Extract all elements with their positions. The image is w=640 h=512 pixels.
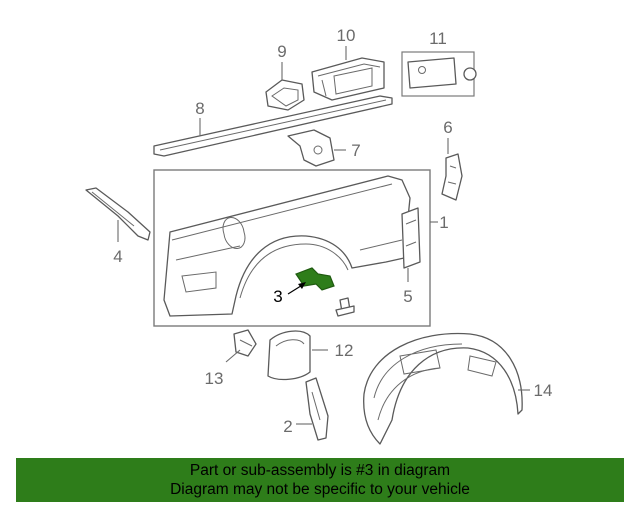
callout-1: 1: [439, 213, 448, 232]
callout-4: 4: [113, 247, 122, 266]
part-1-bolt: [335, 297, 355, 317]
part-5-bracket: [401, 207, 421, 269]
part-3-highlighted: [295, 267, 335, 291]
part-6-bracket: [441, 153, 463, 201]
banner-line-1: Part or sub-assembly is #3 in diagram: [189, 462, 451, 479]
callout-6: 6: [443, 118, 452, 137]
part-13-hinge: [233, 329, 257, 357]
arrow-3: [298, 282, 306, 289]
callout-14: 14: [534, 381, 553, 400]
callout-9: 9: [277, 42, 286, 61]
callout-2: 2: [283, 417, 292, 436]
callout-10: 10: [337, 26, 356, 45]
part-4-strap: [85, 187, 151, 241]
part-7-bracket: [287, 129, 335, 167]
banner-line-2: Diagram may not be specific to your vehi…: [170, 481, 470, 498]
part-10-housing: [311, 57, 385, 101]
parts-diagram: 10 9 11 8 7 6 1: [85, 26, 553, 445]
part-12-fuel-door: [267, 330, 311, 381]
callout-8: 8: [195, 99, 204, 118]
part-1-bed-side: [163, 175, 411, 317]
callout-5: 5: [403, 287, 412, 306]
callout-11: 11: [429, 29, 447, 48]
part-11-plate: [407, 57, 477, 89]
callout-13: 13: [205, 369, 224, 388]
leader-13: [225, 349, 241, 363]
callout-12: 12: [335, 341, 354, 360]
part-9-cup: [265, 79, 305, 111]
part-8-rail: [153, 95, 393, 157]
callout-7: 7: [351, 141, 360, 160]
info-banner: Part or sub-assembly is #3 in diagram Di…: [16, 458, 624, 502]
callout-3: 3: [273, 287, 282, 306]
part-2-bracket: [305, 377, 329, 441]
part-14-wheel-liner: [363, 332, 523, 445]
